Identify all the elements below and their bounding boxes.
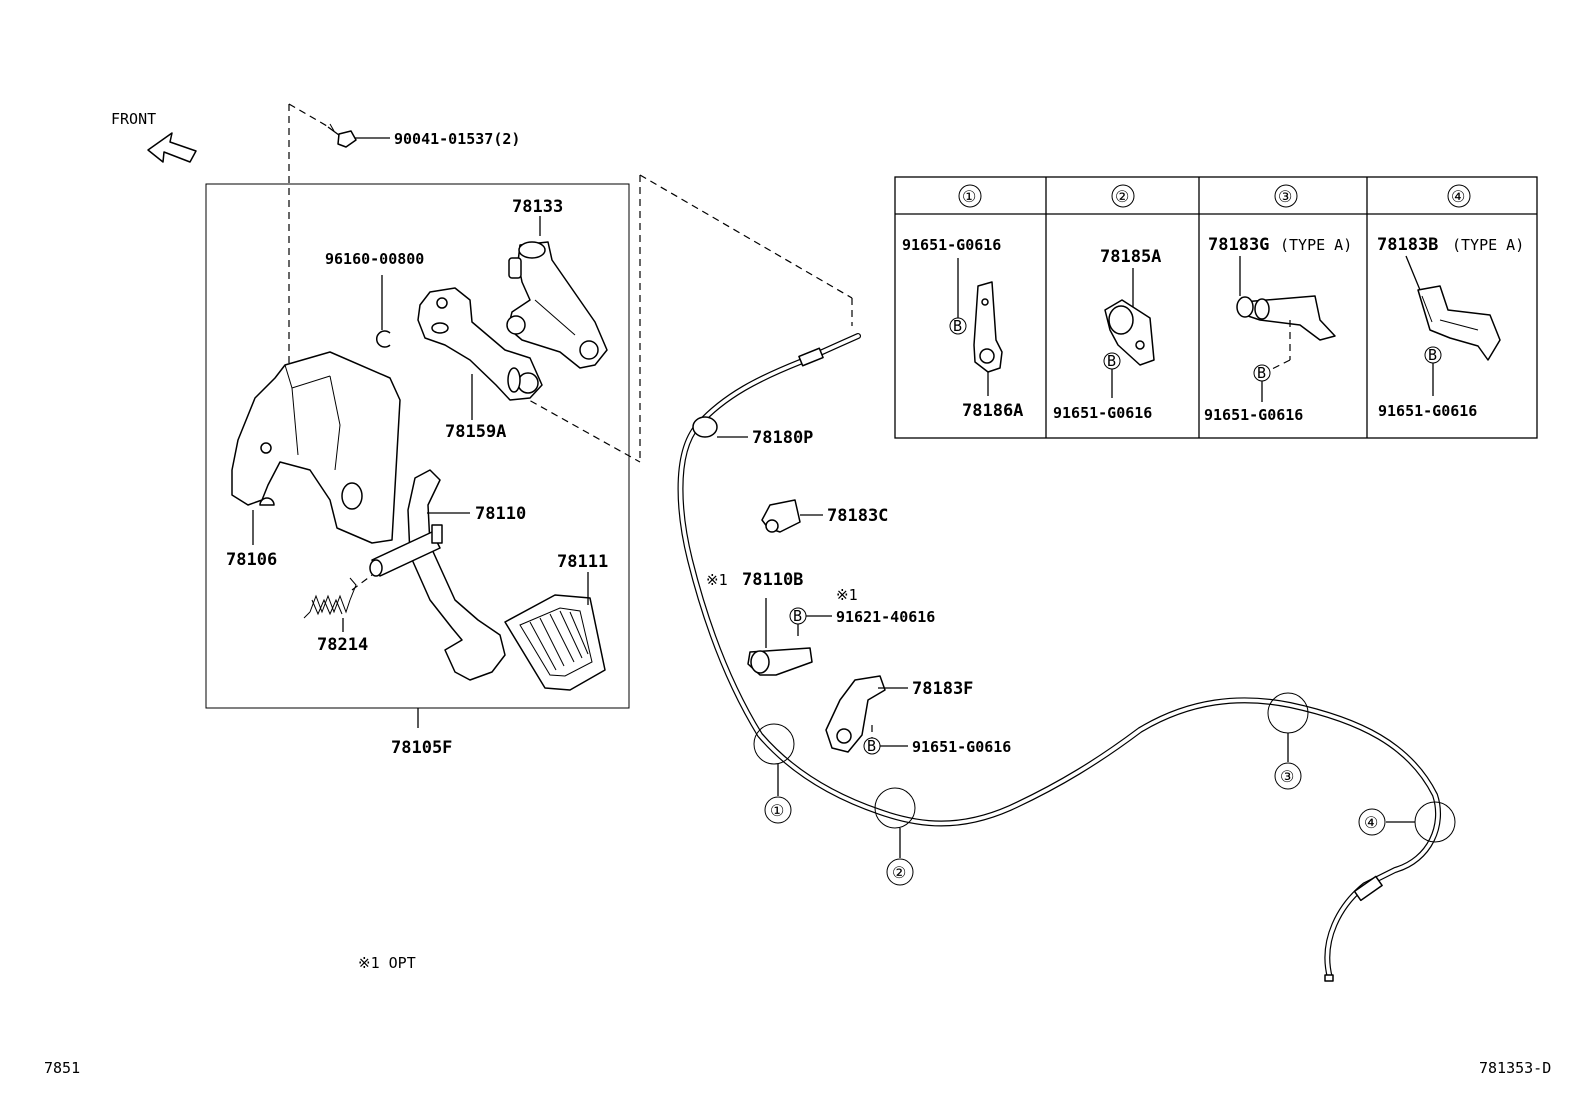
detail-table xyxy=(894,176,1538,439)
opt-mark-91621: ※1 xyxy=(836,586,858,604)
part-number-78111: 78111 xyxy=(557,552,608,572)
clamp-78183B-icon xyxy=(1417,285,1501,361)
pedal-pad-78111-icon xyxy=(504,594,606,691)
table-header-3: ③ xyxy=(1278,187,1292,206)
clamp-78110B-icon xyxy=(747,647,813,676)
e-clip-icon xyxy=(375,330,391,348)
footnote-opt: ※1 OPT xyxy=(358,954,416,972)
part-number-90041: 90041-01537(2) xyxy=(394,130,520,148)
part-number-78180P: 78180P xyxy=(752,428,813,448)
bolt-symbol-91621: B xyxy=(793,607,802,625)
clamp-78183C-icon xyxy=(761,499,801,533)
page-code-right: 781353-D xyxy=(1479,1059,1551,1077)
bracket-78133-icon xyxy=(506,241,608,369)
cell2-bottom: 91651-G0616 xyxy=(1053,404,1152,422)
part-number-91621: 91621-40616 xyxy=(836,608,935,626)
cell4-top-pn: 78183B xyxy=(1377,235,1438,255)
callout-3: ③ xyxy=(1280,767,1294,786)
part-number-78110: 78110 xyxy=(475,504,526,524)
table-header-1: ① xyxy=(962,187,976,206)
front-label: FRONT xyxy=(111,110,156,128)
bolt-icon xyxy=(327,123,357,148)
cell3-bottom: 91651-G0616 xyxy=(1204,406,1303,424)
callout-2: ② xyxy=(892,863,906,882)
part-number-78105F: 78105F xyxy=(391,738,452,758)
housing-78106-icon xyxy=(231,351,401,544)
cell1-top: 91651-G0616 xyxy=(902,236,1001,254)
callout-1: ① xyxy=(770,801,784,820)
part-number-78106: 78106 xyxy=(226,550,277,570)
part-number-78133: 78133 xyxy=(512,197,563,217)
part-number-78183F: 78183F xyxy=(912,679,973,699)
spring-78214-icon xyxy=(303,577,357,619)
cell3-top-pn: 78183G xyxy=(1208,235,1269,255)
clamp-78186A-icon xyxy=(973,281,1003,373)
cable-78180P-icon xyxy=(677,333,1442,982)
page-code-left: 7851 xyxy=(44,1059,80,1077)
bolt-symbol-cell3: B xyxy=(1257,364,1266,382)
table-header-4: ④ xyxy=(1451,187,1465,206)
cell4-bottom: 91651-G0616 xyxy=(1378,402,1477,420)
callout-4: ④ xyxy=(1364,813,1378,832)
bolt-symbol-cell4: B xyxy=(1428,346,1437,364)
clamp-78183G-icon xyxy=(1236,295,1336,341)
part-number-78159A: 78159A xyxy=(445,422,506,442)
pedal-arm-78110-icon xyxy=(369,469,506,681)
part-number-91651-f: 91651-G0616 xyxy=(912,738,1011,756)
clamp-78185A-icon xyxy=(1104,299,1155,366)
table-header-2: ② xyxy=(1115,187,1129,206)
opt-mark-78110B: ※1 xyxy=(706,571,728,589)
part-number-78214: 78214 xyxy=(317,635,368,655)
cell4-top-type: (TYPE A) xyxy=(1452,236,1524,254)
front-arrow-icon xyxy=(147,132,197,163)
part-number-96160: 96160-00800 xyxy=(325,250,424,268)
lever-78159A-icon xyxy=(417,287,543,401)
cell3-top-type: (TYPE A) xyxy=(1280,236,1352,254)
cell1-bottom: 78186A xyxy=(962,401,1023,421)
bolt-symbol-78183F: B xyxy=(867,737,876,755)
clamp-78183F-icon xyxy=(825,675,886,753)
bolt-symbol-cell2: B xyxy=(1107,352,1116,370)
part-number-78110B: 78110B xyxy=(742,570,803,590)
part-number-78183C: 78183C xyxy=(827,506,888,526)
cell2-top: 78185A xyxy=(1100,247,1161,267)
bolt-symbol-cell1: B xyxy=(953,317,962,335)
